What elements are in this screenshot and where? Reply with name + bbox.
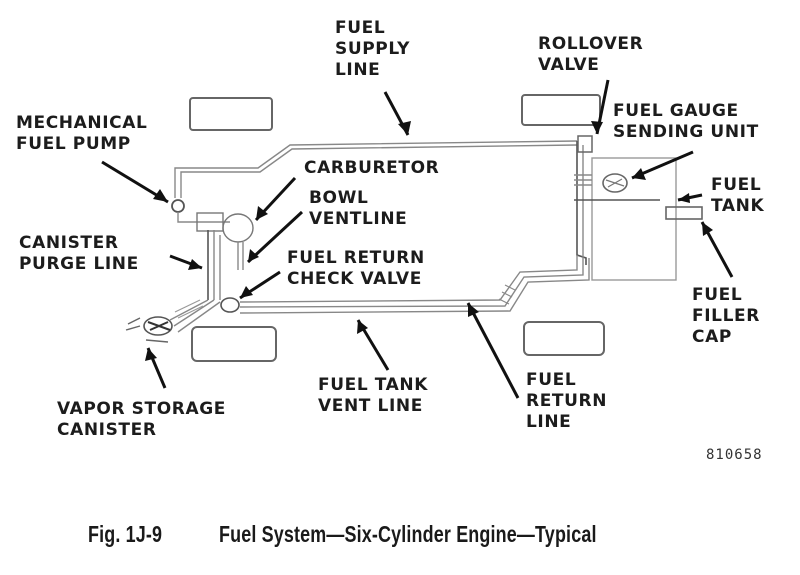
check-valve (220, 297, 240, 313)
rear-left-wheel (521, 94, 601, 126)
figure-title: Fuel System—Six-Cylinder Engine—Typical (219, 521, 597, 547)
label-fuel-tank-vent-line: FUEL TANK VENT LINE (318, 375, 429, 416)
label-mechanical-fuel-pump: MECHANICAL FUEL PUMP (16, 113, 148, 154)
label-carburetor: CARBURETOR (304, 158, 440, 178)
arrowheads (145, 121, 713, 361)
engine-components (169, 199, 254, 333)
return-and-vent-lines (239, 255, 590, 314)
figure-number: Fig. 1J-9 (88, 521, 163, 547)
arrow-bowl-ventline (246, 210, 304, 264)
label-fuel-gauge-sending-unit: FUEL GAUGE SENDING UNIT (613, 101, 759, 142)
label-rollover-valve: ROLLOVER VALVE (538, 34, 644, 75)
label-vapor-storage-canister: VAPOR STORAGE CANISTER (57, 399, 226, 440)
label-fuel-return-check-valve: FUEL RETURN CHECK VALVE (287, 248, 425, 289)
label-fuel-return-line: FUEL RETURN LINE (526, 370, 608, 432)
label-fuel-filler-cap: FUEL FILLER CAP (692, 285, 760, 347)
label-fuel-tank: FUEL TANK (711, 175, 765, 216)
front-right-wheel (191, 326, 277, 362)
fuel-supply-line (174, 140, 578, 198)
label-bowl-ventline: BOWL VENTLINE (309, 188, 408, 229)
arrow-fuel-return-line (466, 302, 520, 399)
tank-risers (574, 135, 660, 265)
vapor-storage-canister (125, 316, 173, 343)
figure-serial-number: 810658 (706, 447, 763, 463)
fuel-filler-neck (665, 206, 703, 220)
label-canister-purge-line: CANISTER PURGE LINE (19, 233, 139, 274)
label-fuel-supply-line: FUEL SUPPLY LINE (335, 18, 411, 80)
sending-unit (602, 173, 628, 193)
front-left-wheel (189, 97, 273, 131)
rear-right-wheel (523, 321, 605, 356)
